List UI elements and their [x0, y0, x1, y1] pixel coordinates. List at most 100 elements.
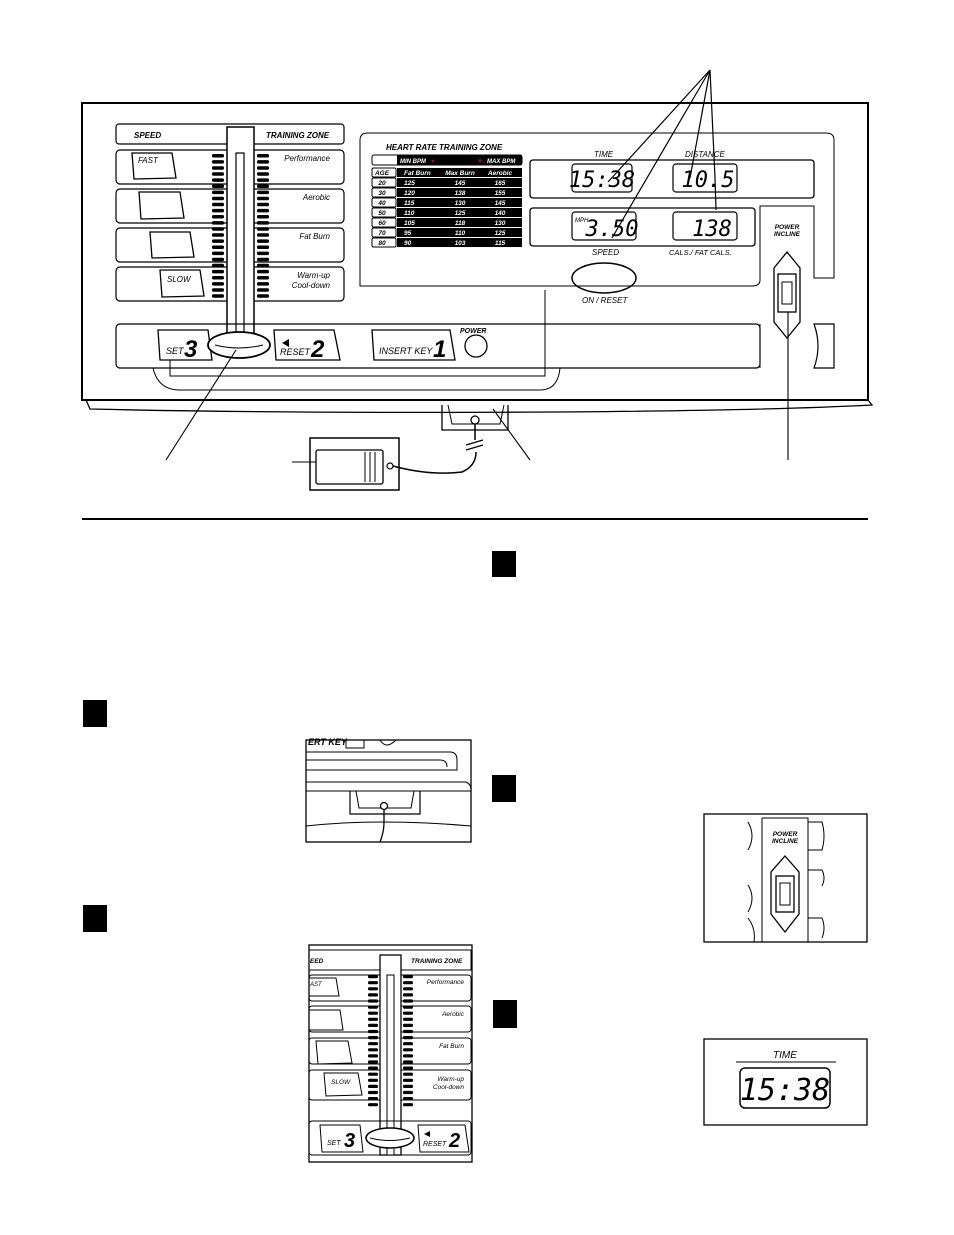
tick-left: [212, 239, 224, 243]
tick-right: [257, 208, 269, 213]
tick-left: [212, 196, 224, 201]
tick-right: [257, 288, 269, 292]
speed-header: SPEED: [134, 131, 161, 140]
speed-button-2[interactable]: [138, 191, 185, 220]
safety-key-card: [309, 437, 400, 491]
tick-left: [212, 263, 224, 268]
hr-cell: 125: [495, 230, 506, 237]
tick-left: [212, 294, 224, 298]
inset2-tick-right: [403, 993, 413, 997]
tick-right: [257, 269, 269, 274]
inset2-tick-left: [368, 1029, 378, 1034]
set-button[interactable]: [157, 329, 213, 361]
inset2-tick-left: [368, 1036, 378, 1040]
power-button[interactable]: [464, 334, 488, 358]
tick-left: [212, 276, 224, 280]
training-zone-header: TRAINING ZONE: [266, 131, 330, 140]
zone-fat-burn: Fat Burn: [299, 232, 330, 241]
tick-right: [257, 215, 269, 219]
inset2-tick-left: [368, 1054, 378, 1058]
tick-left: [212, 172, 224, 176]
tick-right: [257, 239, 269, 243]
hr-cell: 145: [455, 180, 466, 187]
fast-label: FAST: [138, 156, 159, 165]
hr-row-bar: [397, 228, 522, 237]
distance-value: 10.5: [682, 168, 735, 193]
inset-time-label: TIME: [773, 1050, 797, 1061]
hr-age-cell: [371, 227, 397, 238]
console-lip: [84, 399, 874, 414]
zone-aerobic: Aerobic: [302, 193, 330, 202]
inset2-tick-right: [403, 1078, 413, 1082]
on-reset-button[interactable]: [571, 262, 637, 294]
inset2-tick-left: [368, 1103, 378, 1107]
insert-key-button[interactable]: [371, 329, 456, 361]
inset2-fast: AST: [309, 982, 323, 988]
speed-label: SPEED: [592, 248, 619, 257]
step-box-c: [492, 775, 516, 802]
tick-right: [257, 196, 269, 201]
incline-rocker[interactable]: [773, 250, 801, 340]
hr-row-bar: [397, 238, 522, 247]
heart-icon-min: ♥: [431, 159, 435, 165]
inset2-tick-right: [403, 1017, 413, 1021]
inset2-zone: TRAINING ZONE: [411, 958, 463, 965]
inset2-tick-right: [403, 1060, 413, 1064]
inset2-tick-right: [403, 1023, 413, 1027]
inset-key-slot: ERT KEY: [305, 737, 472, 843]
tick-left: [212, 251, 224, 256]
hr-age-cell: [371, 177, 397, 188]
inset2-tick-left: [368, 987, 378, 991]
speed-slider-knob[interactable]: [207, 331, 271, 359]
tick-left: [212, 288, 224, 292]
distance-label: DISTANCE: [685, 150, 726, 159]
time-distance-window: [529, 159, 815, 199]
inset2-tick-right: [403, 1090, 413, 1095]
tick-right: [257, 160, 269, 164]
set-label: SET: [166, 346, 185, 356]
tick-left: [212, 178, 224, 182]
tick-left: [212, 190, 224, 195]
inset2-tick-right: [403, 1066, 413, 1070]
hr-cell: 105: [404, 220, 415, 227]
hr-column-header: Fat Burn: [404, 170, 431, 177]
speed-button-3[interactable]: [149, 231, 195, 259]
slow-button[interactable]: [159, 269, 205, 298]
heart-icon-max: ♥: [478, 158, 482, 165]
reset-button[interactable]: [273, 329, 341, 361]
inset2-tick-left: [368, 1066, 378, 1070]
hr-row-bar: [397, 218, 522, 227]
step-box-a: [492, 551, 516, 577]
tick-right: [257, 172, 269, 176]
inset2-tick-left: [368, 1017, 378, 1021]
tick-right: [257, 257, 269, 262]
tick-left: [212, 221, 224, 225]
hr-cell: 145: [495, 200, 506, 207]
hr-cell: 130: [495, 220, 506, 227]
hr-cell: 155: [495, 190, 506, 197]
tick-right: [257, 227, 269, 231]
hr-row-bar: [397, 198, 522, 207]
hr-age-cell: [371, 217, 397, 228]
inset2-tick-right: [403, 1011, 413, 1015]
tick-left: [212, 233, 224, 237]
on-reset-label: ON / RESET: [582, 296, 628, 305]
inset2-reset-number: 2: [448, 1130, 460, 1152]
hr-cell: 70: [378, 230, 386, 237]
inset2-tick-left: [368, 1084, 378, 1088]
hr-cell: 20: [377, 180, 386, 187]
inset2-tick-left: [368, 1005, 378, 1009]
hr-cell: 103: [455, 240, 466, 247]
incline-label-2: INCLINE: [774, 231, 801, 238]
reset-label: RESET: [280, 347, 312, 357]
inset-speed-slider: EED TRAINING ZONE AST SLOW Performance A…: [308, 944, 473, 1163]
hr-age-cell: [371, 207, 397, 218]
fast-button[interactable]: [131, 152, 177, 180]
tick-right: [257, 282, 269, 286]
inset-time: TIME 15:38: [703, 1038, 868, 1126]
hr-cell: 95: [404, 230, 412, 237]
tick-right: [257, 184, 269, 188]
inset2-slow: SLOW: [331, 1079, 351, 1086]
tick-right: [257, 251, 269, 256]
inset2-set: SET: [327, 1140, 341, 1147]
